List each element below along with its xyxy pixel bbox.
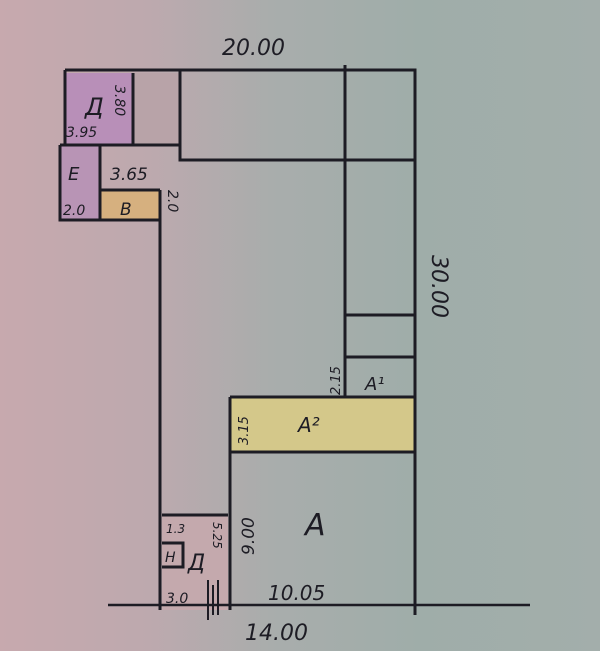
- room-h-width: 1.3: [166, 522, 185, 536]
- room-a-label: A: [303, 508, 326, 543]
- room-h-label: Н: [165, 550, 176, 566]
- room-e-fill: [60, 145, 100, 220]
- room-e-label: Е: [68, 164, 80, 185]
- room-v-label: В: [120, 200, 132, 220]
- room-v-length: 3.65: [110, 165, 148, 185]
- room-d-bottom-width: 3.0: [166, 591, 188, 607]
- room-a-length: 9.00: [239, 517, 259, 555]
- walls: [58, 65, 530, 620]
- right-length-label: 30.00: [426, 255, 451, 318]
- room-a1-depth: 2.15: [329, 366, 344, 395]
- room-a-width: 10.05: [268, 581, 325, 605]
- room-d-top-width: 3.95: [66, 125, 97, 141]
- room-a2-label: A²: [296, 413, 320, 437]
- room-g-fill: [133, 73, 180, 145]
- top-width-label: 20.00: [222, 36, 285, 61]
- room-e-width: 2.0: [63, 203, 85, 219]
- room-a1-label: A¹: [364, 374, 385, 395]
- room-a2-fill: [230, 397, 415, 452]
- room-d-top-height: 3.80: [111, 85, 127, 116]
- room-d-top-label: Д: [84, 93, 104, 121]
- bottom-width-label: 14.00: [245, 621, 308, 646]
- room-d-bottom-length: 5.25: [210, 522, 224, 549]
- room-d-top-fill: [65, 73, 133, 145]
- room-v-fill: [100, 190, 160, 220]
- room-a2-depth: 3.15: [237, 416, 252, 445]
- room-d-bottom-label: Д: [187, 551, 205, 576]
- side-length: 2.0: [164, 190, 180, 212]
